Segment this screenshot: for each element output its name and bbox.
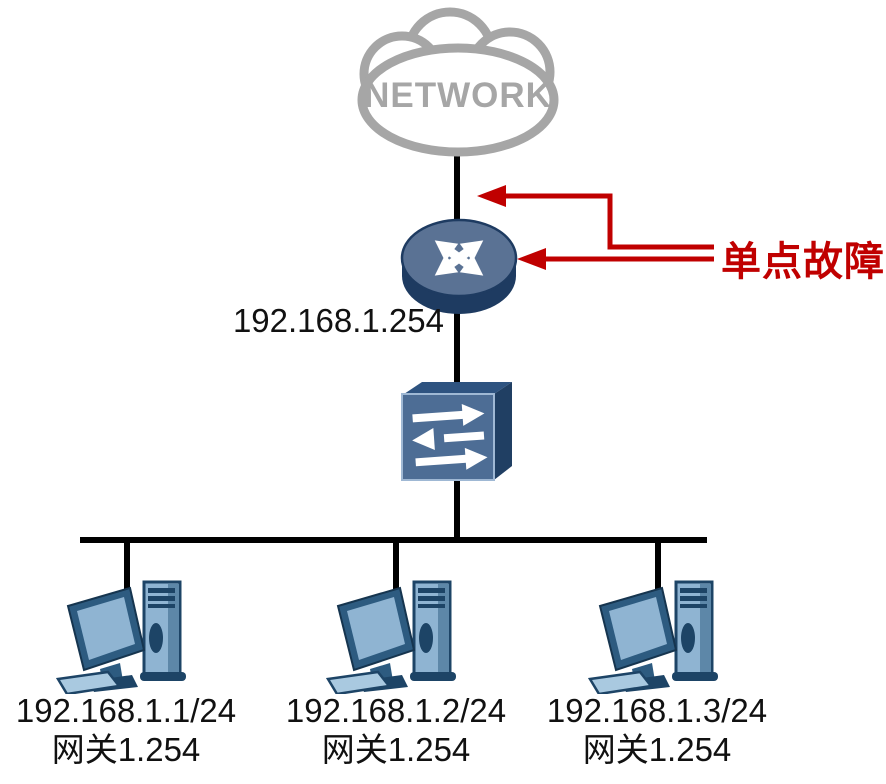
host1-gateway-label: 网关1.254 [51, 731, 201, 768]
pc-keyboard [588, 670, 654, 694]
pc-icon [588, 580, 718, 694]
host2-ip-label: 192.168.1.2/24 [285, 692, 507, 729]
fault-arrowhead-upper [477, 185, 506, 207]
fault-arrow-upper-connector [500, 193, 714, 250]
host2-gateway-label: 网关1.254 [321, 731, 471, 768]
host2-label: 192.168.1.2/24 网关1.254 [262, 691, 530, 769]
pc-keyboard [56, 670, 122, 694]
pc-icon [56, 580, 186, 694]
switch-top-face [404, 382, 512, 394]
pc-keyboard [326, 670, 392, 694]
host3-gateway-label: 网关1.254 [582, 731, 732, 768]
pc-monitor [66, 586, 146, 692]
cloud-label: NETWORK [364, 76, 552, 115]
switch-right-face [494, 382, 512, 480]
switch-icon [401, 382, 512, 481]
pc-icon [326, 580, 456, 694]
pc-tower [140, 580, 186, 681]
fault-arrowhead-lower [517, 248, 546, 270]
router-icon [400, 218, 518, 314]
pc-tower [410, 580, 456, 681]
router-ip-label: 192.168.1.254 [232, 302, 444, 339]
host3-label: 192.168.1.3/24 网关1.254 [523, 691, 791, 769]
cloud-icon [357, 7, 559, 157]
cloud-body [357, 43, 559, 157]
host1-ip-label: 192.168.1.1/24 [15, 692, 237, 729]
host1-label: 192.168.1.1/24 网关1.254 [0, 691, 260, 769]
router-arrows [434, 240, 484, 276]
pc-monitor [598, 586, 678, 692]
fault-label: 单点故障 [721, 240, 885, 284]
fault-annotation-arrows [477, 185, 714, 270]
pc-tower [672, 580, 718, 681]
switch-arrows [412, 403, 488, 470]
host3-ip-label: 192.168.1.3/24 [546, 692, 768, 729]
